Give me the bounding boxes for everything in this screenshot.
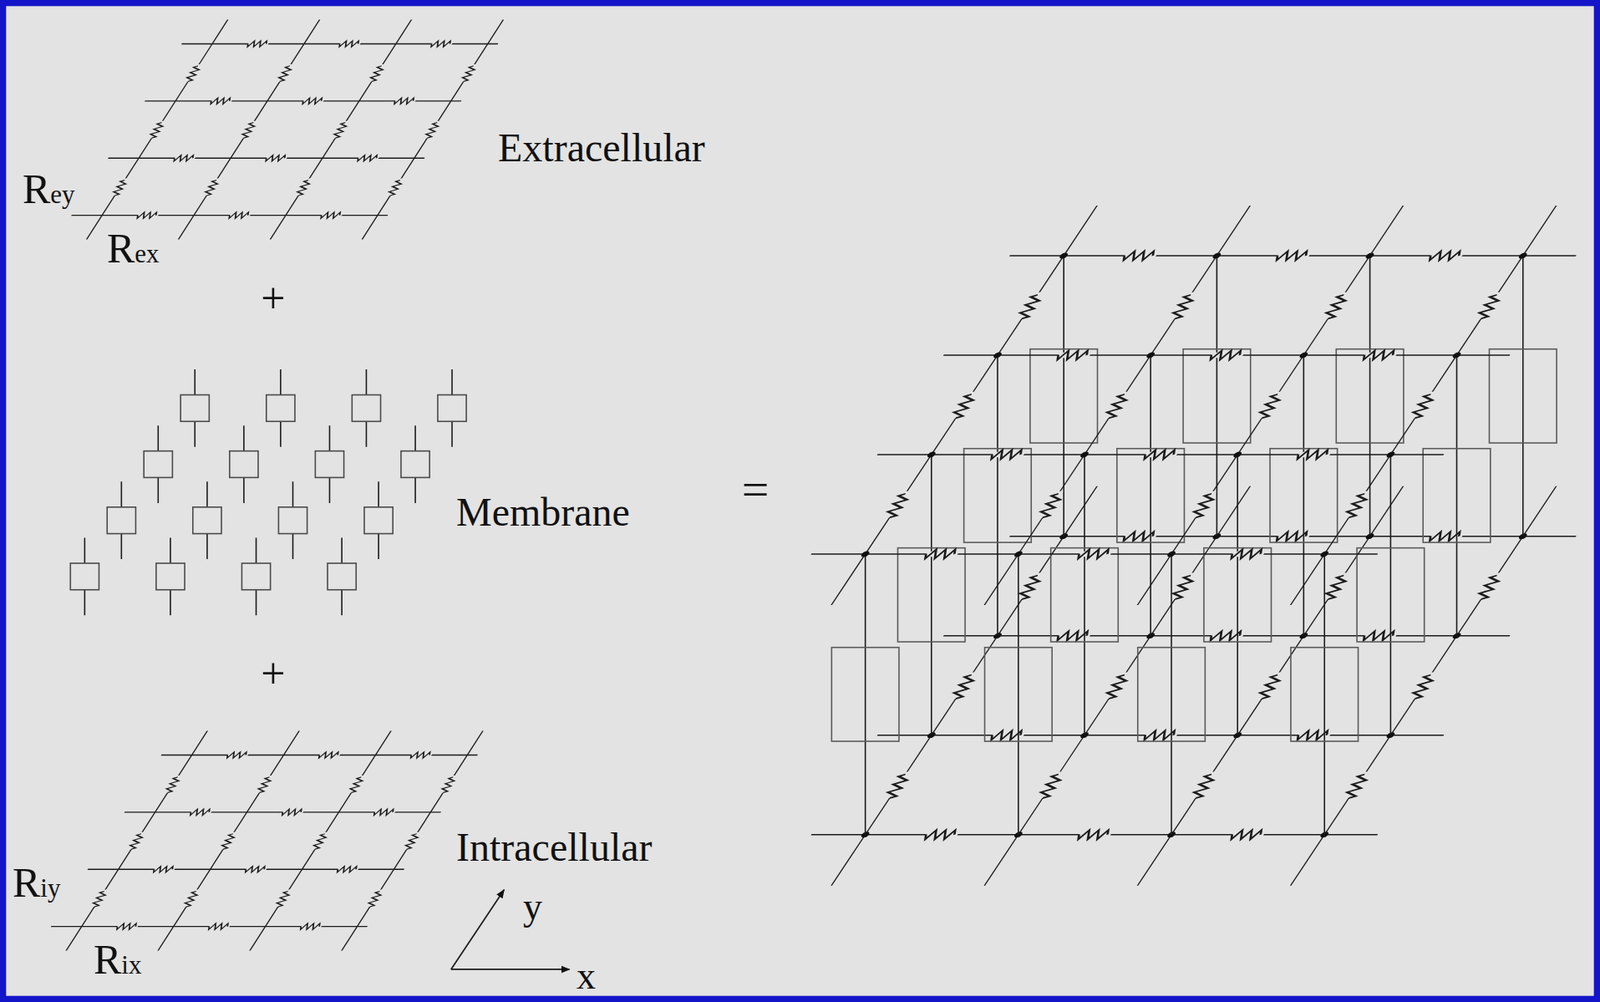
plus-sign-box: + [260, 276, 285, 320]
axis-label-box: y [523, 887, 543, 926]
plus-sign-box: + [260, 651, 285, 696]
region-label-box: Extracellular [497, 127, 706, 168]
membrane-elements [70, 369, 467, 615]
intracellular-grid [35, 731, 494, 951]
axis-label: x [576, 956, 596, 996]
resistance-label-box: Rix [93, 938, 142, 981]
region-label: Intracellular [456, 827, 653, 868]
axis-label: y [523, 887, 543, 926]
equals-sign: = [741, 465, 770, 514]
combined-bidomain-network [777, 205, 1600, 886]
plus-sign: + [260, 276, 285, 320]
resistance-label: Rey [22, 167, 76, 210]
region-label-box: Membrane [456, 492, 630, 533]
resistance-label: Rix [93, 938, 142, 981]
resistance-label-box: Riy [12, 861, 61, 904]
axes [451, 889, 570, 970]
plus-sign: + [260, 651, 285, 696]
resistance-label: Riy [12, 861, 61, 904]
extracellular-grid [55, 20, 514, 240]
equals-sign-box: = [741, 465, 770, 514]
resistance-label-box: Rey [22, 167, 76, 210]
resistance-label-box: Rex [106, 227, 160, 270]
region-label: Membrane [456, 492, 630, 533]
region-label: Extracellular [497, 127, 706, 168]
region-label-box: Intracellular [456, 827, 653, 868]
resistance-label: Rex [106, 227, 160, 270]
axis-label-box: x [576, 956, 596, 996]
